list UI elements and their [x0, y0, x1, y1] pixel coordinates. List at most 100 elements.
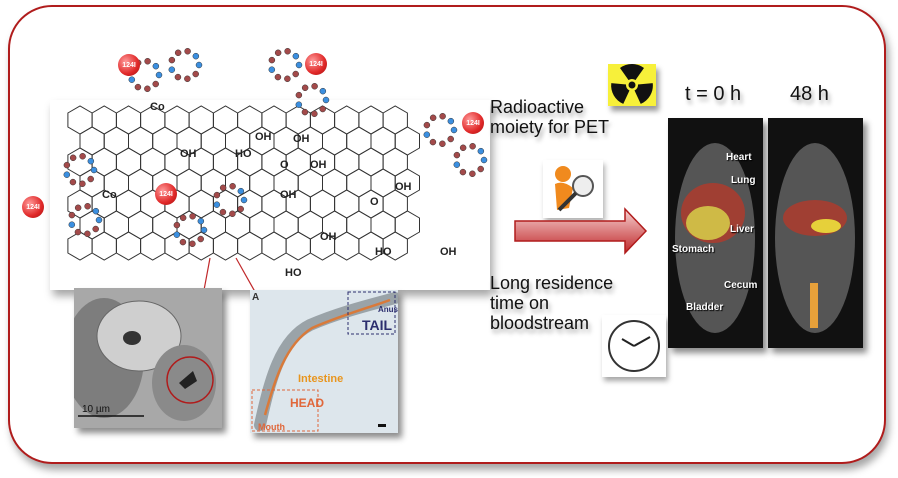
cluster-atom: [68, 211, 76, 219]
cluster-atom: [237, 205, 244, 213]
iodine-atom: 124I: [462, 112, 484, 134]
cluster-atom: [168, 56, 176, 64]
hexagon-ring: [67, 105, 93, 135]
organ-label-heart: Heart: [726, 152, 752, 163]
hexagon-ring: [128, 168, 154, 198]
cluster-atom: [173, 221, 181, 229]
hexagon-ring: [358, 105, 384, 135]
cluster-atom: [477, 147, 485, 155]
hexagon-ring: [79, 126, 105, 156]
cluster-atom: [429, 138, 437, 146]
pet-image-48h: [768, 118, 863, 348]
cluster-atom: [174, 73, 182, 81]
cluster-atom: [469, 170, 476, 178]
hexagon-ring: [346, 168, 372, 198]
hexagon-ring: [200, 168, 226, 198]
cluster-atom: [63, 171, 71, 178]
cluster-atom: [319, 105, 326, 113]
cluster-atom: [450, 126, 458, 134]
cluster-atom: [480, 156, 488, 164]
iodine-label: 124I: [122, 61, 136, 69]
hexagon-ring: [103, 210, 129, 240]
hexagon-ring: [297, 168, 323, 198]
cluster-atom: [229, 210, 236, 218]
hexagon-ring: [237, 231, 263, 261]
functional-group-label: OH: [310, 159, 327, 171]
functional-group-label: HO: [375, 246, 392, 258]
hexagon-ring: [370, 168, 396, 198]
hexagon-ring: [382, 105, 408, 135]
cluster-atom: [295, 91, 303, 99]
cluster-atom: [292, 52, 300, 60]
hexagon-ring: [322, 126, 348, 156]
cluster-atom: [322, 96, 330, 104]
cluster-atom: [447, 117, 455, 125]
cluster-atom: [69, 178, 77, 186]
cluster-atom: [179, 214, 187, 222]
hexagon-ring: [225, 210, 251, 240]
hexagon-ring: [370, 210, 396, 240]
functional-group-label: O: [370, 196, 379, 208]
hexagon-ring: [188, 105, 214, 135]
functional-group-label: OH: [255, 131, 272, 143]
cluster-atom: [477, 165, 484, 173]
cluster-atom: [152, 80, 159, 88]
cluster-atom: [134, 83, 142, 91]
iodine-atom: 124I: [22, 196, 44, 218]
cluster-atom: [459, 144, 467, 152]
hexagon-ring: [273, 210, 299, 240]
hexagon-ring: [91, 231, 117, 261]
hexagon-ring: [176, 210, 202, 240]
radioactive-moiety-text: Radioactive moiety for PET: [490, 97, 610, 137]
cluster-atom: [240, 196, 248, 204]
head-label: HEAD: [290, 396, 324, 410]
cluster-atom: [469, 142, 476, 150]
hexagon-ring: [164, 105, 190, 135]
cluster-atom: [179, 238, 187, 246]
organ-label-stomach: Stomach: [672, 244, 715, 255]
cluster-atom: [92, 225, 99, 233]
cluster-atom: [295, 61, 303, 69]
hexagon-ring: [394, 210, 420, 240]
hexagon-ring: [261, 231, 287, 261]
cluster-atom: [219, 184, 227, 192]
cluster-atom: [274, 49, 282, 57]
carborane-clusters: [63, 47, 488, 248]
hexagon-ring: [115, 105, 142, 135]
iodine-label: 124I: [466, 119, 480, 127]
hexagon-ring: [103, 126, 129, 156]
cluster-atom: [423, 121, 431, 129]
cluster-atom: [144, 57, 151, 65]
cluster-atom: [74, 204, 82, 212]
tail-label: TAIL: [362, 317, 393, 333]
iodine-label: 124I: [26, 203, 40, 211]
cluster-atom: [174, 49, 182, 57]
cluster-atom: [197, 217, 205, 225]
hexagon-ring: [322, 168, 348, 198]
hexagon-ring: [128, 210, 154, 240]
cluster-atom: [200, 226, 208, 234]
cluster-atom: [84, 202, 91, 210]
investigator-magnifier-icon: [543, 160, 603, 218]
hexagon-ring: [334, 105, 360, 135]
functional-group-label: OH: [280, 189, 297, 201]
organ-label-bladder: Bladder: [686, 302, 724, 313]
cluster-atom: [423, 131, 431, 138]
cluster-atom: [292, 70, 299, 78]
cluster-atom: [237, 187, 245, 195]
cluster-atom: [63, 161, 71, 169]
hexagon-ring: [358, 147, 384, 177]
hexagon-ring: [334, 231, 360, 261]
hexagon-ring: [212, 105, 239, 135]
functional-group-label: OH: [320, 231, 337, 243]
hexagon-ring: [176, 168, 202, 198]
hexagon-ring: [346, 126, 372, 156]
cluster-atom: [439, 140, 446, 148]
hexagon-ring: [152, 126, 178, 156]
cluster-atom: [173, 231, 181, 238]
cluster-atom: [459, 168, 467, 176]
right-arrow-icon: [514, 207, 648, 255]
cluster-atom: [229, 182, 236, 190]
hexagon-ring: [225, 168, 251, 198]
